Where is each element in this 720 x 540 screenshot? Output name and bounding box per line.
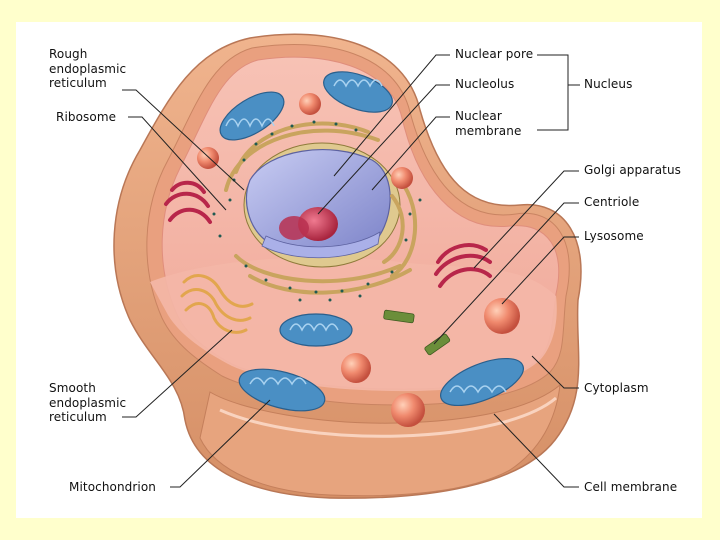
label-rough-er: Rough endoplasmic reticulum [49, 47, 127, 90]
label-nuclear-membrane: Nuclear membrane [455, 109, 522, 138]
label-mitochondrion: Mitochondrion [69, 480, 157, 494]
label-lysosome: Lysosome [584, 229, 644, 243]
label-smooth-er: Smooth endoplasmic reticulum [49, 381, 127, 424]
label-cytoplasm: Cytoplasm [584, 381, 649, 395]
label-golgi: Golgi apparatus [584, 163, 682, 177]
rough-er-shape [224, 121, 418, 295]
label-ribosome: Ribosome [56, 110, 117, 124]
lysosomes [197, 93, 520, 427]
label-nucleus: Nucleus [584, 77, 633, 91]
centrioles [383, 309, 451, 356]
label-nuclear-pore: Nuclear pore [455, 47, 534, 61]
smooth-er-shape [180, 274, 254, 334]
label-nucleolus: Nucleolus [455, 77, 515, 91]
leader-lines [122, 54, 580, 488]
golgi-shape [164, 180, 492, 288]
label-cell-membrane: Cell membrane [584, 480, 678, 494]
label-centriole: Centriole [584, 195, 640, 209]
mitochondria [219, 71, 524, 412]
ribosome-dots [212, 120, 422, 302]
nucleus-shape [243, 142, 401, 268]
mitochondria-cristae [225, 79, 507, 394]
